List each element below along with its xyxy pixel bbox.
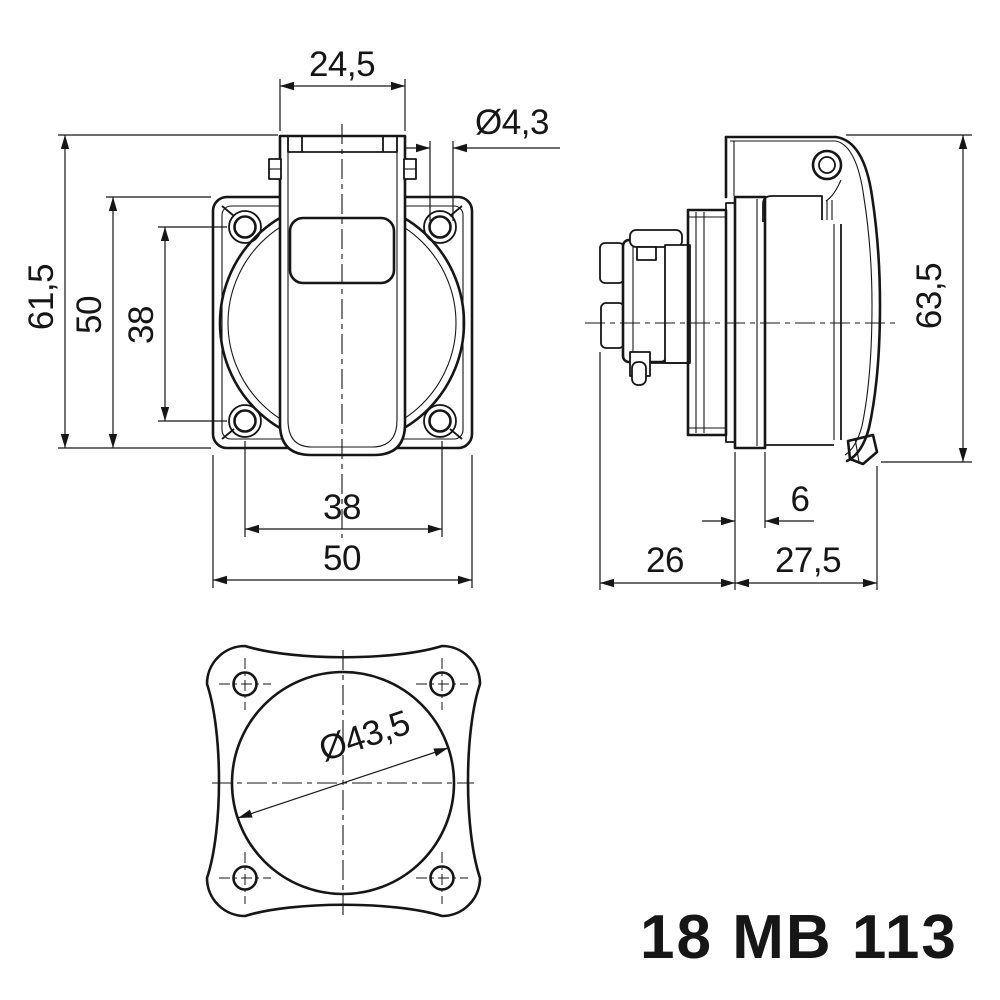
dim-flange-width: 50: [212, 455, 473, 588]
front-screw-holes: [228, 210, 457, 438]
svg-text:Ø43,5: Ø43,5: [314, 703, 414, 769]
svg-text:6: 6: [791, 480, 810, 519]
dim-hole-pitch-vertical: 38: [122, 226, 227, 422]
svg-text:50: 50: [70, 296, 109, 334]
cutout-diameter-line: [237, 747, 449, 819]
front-lid: [268, 134, 417, 457]
cutout-view: [205, 644, 482, 918]
side-rear-terminals: [599, 229, 691, 386]
svg-text:63,5: 63,5: [910, 263, 949, 329]
dim-hole-pitch-horizontal: 38: [244, 441, 443, 537]
front-view: [211, 124, 474, 538]
dim-flange-thickness: 6: [702, 452, 814, 528]
dim-flange-height: 50: [70, 196, 211, 448]
dim-neck-width: 24,5: [279, 45, 406, 131]
svg-text:38: 38: [323, 488, 361, 527]
svg-text:24,5: 24,5: [309, 45, 375, 84]
svg-text:61,5: 61,5: [22, 264, 61, 330]
dim-cutout-diameter: Ø43,5: [314, 703, 414, 769]
dim-overall-height-side: 63,5: [846, 134, 972, 463]
side-view: [585, 135, 895, 466]
dim-screw-hole-diameter: Ø4,3: [406, 103, 560, 221]
cutout-panel-outline: [205, 644, 482, 918]
dim-depth-behind-panel: 26: [599, 352, 736, 590]
svg-text:27,5: 27,5: [775, 541, 841, 580]
dim-depth-in-front: 27,5: [735, 466, 878, 590]
svg-text:38: 38: [122, 306, 161, 344]
svg-text:50: 50: [323, 539, 361, 578]
dimensions: 24,5 Ø4,3 61,5 50 38: [22, 45, 972, 769]
cutout-screw-holes: [219, 658, 468, 904]
side-lid: [724, 135, 882, 466]
part-number: 18 MB 113: [640, 903, 958, 972]
svg-text:26: 26: [646, 541, 684, 580]
svg-text:Ø4,3: Ø4,3: [475, 103, 549, 142]
dim-overall-height-front: 61,5: [22, 134, 278, 449]
